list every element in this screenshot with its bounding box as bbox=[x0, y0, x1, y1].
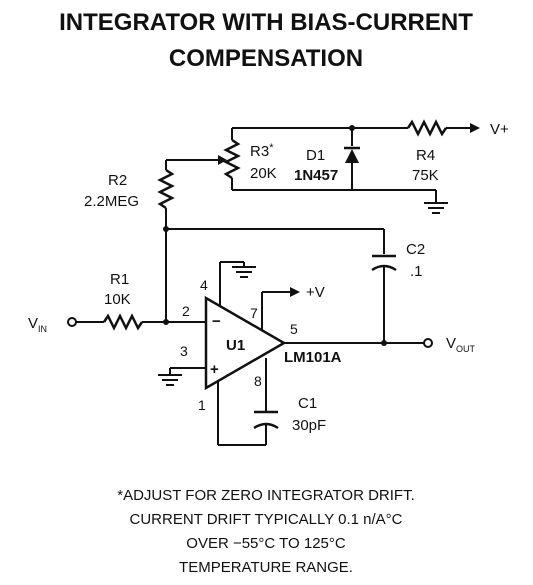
r1-resistor bbox=[102, 313, 144, 331]
u1-opamp bbox=[158, 261, 433, 446]
r1-value: 10K bbox=[104, 291, 131, 308]
ground-icon-top bbox=[424, 202, 448, 214]
vplus-top-label: V+ bbox=[490, 121, 509, 138]
vout-label: VOUT bbox=[446, 335, 476, 354]
r2-label: R2 bbox=[108, 172, 127, 189]
input-network bbox=[67, 313, 206, 331]
pin-7: 7 bbox=[250, 305, 258, 321]
r3-potentiometer bbox=[223, 138, 241, 180]
bias-network bbox=[166, 119, 480, 214]
ground-icon-pin4 bbox=[232, 266, 256, 278]
pin7-arrow-icon bbox=[290, 287, 300, 297]
vplus-arrow-icon bbox=[470, 123, 480, 133]
c2-label: C2 bbox=[406, 241, 425, 258]
r2-resistor bbox=[157, 168, 175, 210]
opamp-triangle-icon bbox=[204, 295, 287, 391]
opamp-minus-sign: − bbox=[212, 313, 221, 330]
note-line-1: *ADJUST FOR ZERO INTEGRATOR DRIFT. bbox=[117, 487, 415, 504]
note-line-3: OVER −55°C TO 125°C bbox=[186, 535, 346, 552]
wiper-arrow-icon bbox=[218, 155, 227, 165]
u1-part: LM101A bbox=[284, 349, 342, 366]
c1-capacitor bbox=[253, 422, 279, 430]
vin-terminal bbox=[67, 317, 77, 327]
r3-value: 20K bbox=[250, 165, 277, 182]
opamp-plus-sign: + bbox=[210, 361, 219, 378]
title-line-1: INTEGRATOR WITH BIAS-CURRENT bbox=[59, 9, 473, 36]
pin-8: 8 bbox=[254, 373, 262, 389]
r3-label: R3* bbox=[250, 142, 274, 160]
r2-value: 2.2MEG bbox=[84, 193, 139, 210]
pin-1: 1 bbox=[198, 397, 206, 413]
d1-part: 1N457 bbox=[294, 167, 338, 184]
c1-label: C1 bbox=[298, 395, 317, 412]
note-line-2: CURRENT DRIFT TYPICALLY 0.1 n/A°C bbox=[129, 511, 402, 528]
note-line-4: TEMPERATURE RANGE. bbox=[179, 559, 353, 576]
d1-label: D1 bbox=[306, 147, 325, 164]
r4-resistor bbox=[406, 119, 448, 137]
title-line-2: COMPENSATION bbox=[169, 45, 363, 72]
c2-value: .1 bbox=[410, 263, 423, 280]
pin-3: 3 bbox=[180, 343, 188, 359]
pin-4: 4 bbox=[200, 277, 208, 293]
r1-label: R1 bbox=[110, 271, 129, 288]
r4-label: R4 bbox=[416, 147, 435, 164]
pin-2: 2 bbox=[182, 303, 190, 319]
pin-5: 5 bbox=[290, 321, 298, 337]
junction-dot bbox=[349, 125, 355, 131]
r4-value: 75K bbox=[412, 167, 439, 184]
d1-diode-icon bbox=[345, 149, 359, 163]
r2-resistor-group bbox=[157, 160, 175, 325]
u1-label: U1 bbox=[226, 337, 245, 354]
vin-label: VIN bbox=[28, 315, 47, 334]
c2-capacitor-group bbox=[166, 228, 397, 346]
vplus-pin7-label: +V bbox=[306, 284, 325, 301]
ground-icon-pin3 bbox=[158, 374, 182, 386]
c1-value: 30pF bbox=[292, 417, 326, 434]
vout-terminal bbox=[423, 338, 433, 348]
